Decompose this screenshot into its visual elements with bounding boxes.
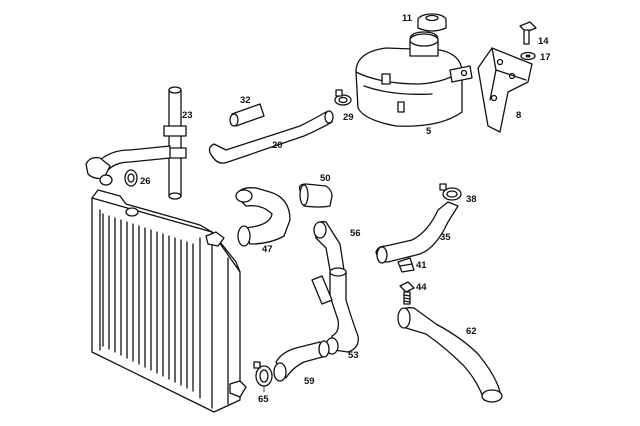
part-59-hose: 59 [273,340,330,387]
label-26: 26 [140,176,151,187]
part-50-hose: 50 [298,173,333,208]
part-38-hose-clamp: 38 [439,183,477,205]
label-41: 41 [416,260,427,271]
label-29: 29 [343,112,354,123]
part-29-hose-clamp: 29 [334,89,354,123]
part-35-hose: 35 [375,201,459,264]
radiator [91,189,247,413]
label-65: 65 [258,394,269,405]
part-62-hose: 62 [397,307,503,403]
part-65-hose-clamp: 65 [253,361,273,405]
part-26-grommet: 26 [124,169,151,187]
label-53: 53 [348,350,359,361]
label-23: 23 [182,110,193,121]
label-62: 62 [466,326,477,337]
label-50: 50 [320,173,331,184]
label-20: 20 [272,140,283,151]
label-56: 56 [350,228,361,239]
part-23-coolant-pipe: 23 [85,86,193,200]
label-11: 11 [402,13,413,24]
label-35: 35 [440,232,451,243]
label-32: 32 [240,95,251,106]
part-47-hose: 47 [235,187,291,255]
part-11-filler-cap: 11 [402,13,447,32]
label-8: 8 [516,110,521,121]
part-20-hose: 20 [208,110,334,164]
label-14: 14 [538,36,549,47]
part-44-screw: 44 [399,281,427,305]
label-17: 17 [540,52,551,63]
part-5-expansion-tank: 5 [355,31,473,137]
label-47: 47 [262,244,273,255]
part-17-washer: 17 [520,51,551,63]
part-14-bolt: 14 [519,21,549,47]
label-59: 59 [304,376,315,387]
part-56-hose: 56 [313,221,361,271]
part-32-hose: 32 [229,95,265,127]
part-41-clip: 41 [397,257,427,273]
label-38: 38 [466,194,477,205]
part-8-bracket: 8 [477,47,533,133]
label-5: 5 [426,126,432,137]
label-44: 44 [416,282,427,293]
